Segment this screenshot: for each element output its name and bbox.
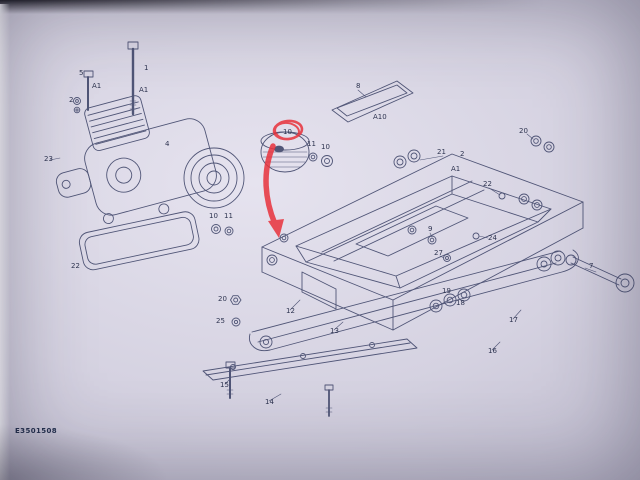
bottom-plate-14 [202,338,418,381]
part-label-10: 10 [321,143,330,151]
part-label-16: 16 [488,347,497,355]
part-label-4: 4 [165,140,170,148]
part-label-5: 5 [79,69,83,77]
rubber-pad-8 [331,80,414,123]
part-label-18: 18 [456,299,465,307]
part-label-7: 7 [589,262,593,270]
chassis-frame [261,149,584,331]
washers-10-11-left [211,224,234,236]
part-label-21: 21 [437,148,446,156]
part-label-15: 15 [220,381,229,389]
nut-20 [230,295,242,305]
part-label-23: 23 [44,155,53,163]
line-art [49,41,635,417]
part-label-27: 27 [434,249,443,257]
part-label-13: 13 [330,327,339,335]
part-label-8: 8 [356,82,360,90]
part-label-22: 22 [483,180,492,188]
red-arrow-head [268,219,284,238]
part-label-a1: A1 [92,82,101,90]
part-label-22: 22 [71,262,80,270]
part-label-25: 25 [216,317,225,325]
red-arrow-shaft [263,143,278,227]
rings-20 [530,135,555,153]
part-label-11: 11 [307,140,316,148]
part-label-11: 11 [224,212,233,220]
part-label-24: 24 [488,234,497,242]
washer-25 [231,317,241,327]
part-label-20: 20 [519,127,528,135]
bolt-1 [127,41,139,116]
gasket-22 [78,211,200,271]
part-label-2: 2 [69,96,73,104]
bolt-under-plate [324,384,334,417]
skid-plate [249,249,579,352]
part-label-2: 2 [460,150,464,158]
drawing-code: E3501508 [15,427,58,435]
red-marker-annotation [263,119,304,238]
part-label-1: 1 [144,64,148,72]
part-label-10: 10 [283,128,292,136]
part-label-a1: A1 [139,86,148,94]
leader-lines [49,89,597,402]
part-label-10: 10 [209,212,218,220]
part-label-12: 12 [286,307,295,315]
part-label-9: 9 [428,225,432,233]
part-label-14: 14 [265,398,274,406]
bolt-15 [225,361,236,399]
part-label-a1: A1 [451,165,460,173]
part-label-19: 19 [442,287,451,295]
red-circle-scribble [274,121,300,141]
axle-pin-7 [565,254,635,293]
washers-11-10-right [308,152,333,167]
part-label-20: 20 [218,295,227,303]
part-label-17: 17 [509,316,518,324]
bolt-5 [83,70,94,111]
pulley [183,147,245,209]
part-label-a10: A10 [373,113,387,121]
washers-2 [73,97,81,114]
engine-assembly [55,95,217,225]
